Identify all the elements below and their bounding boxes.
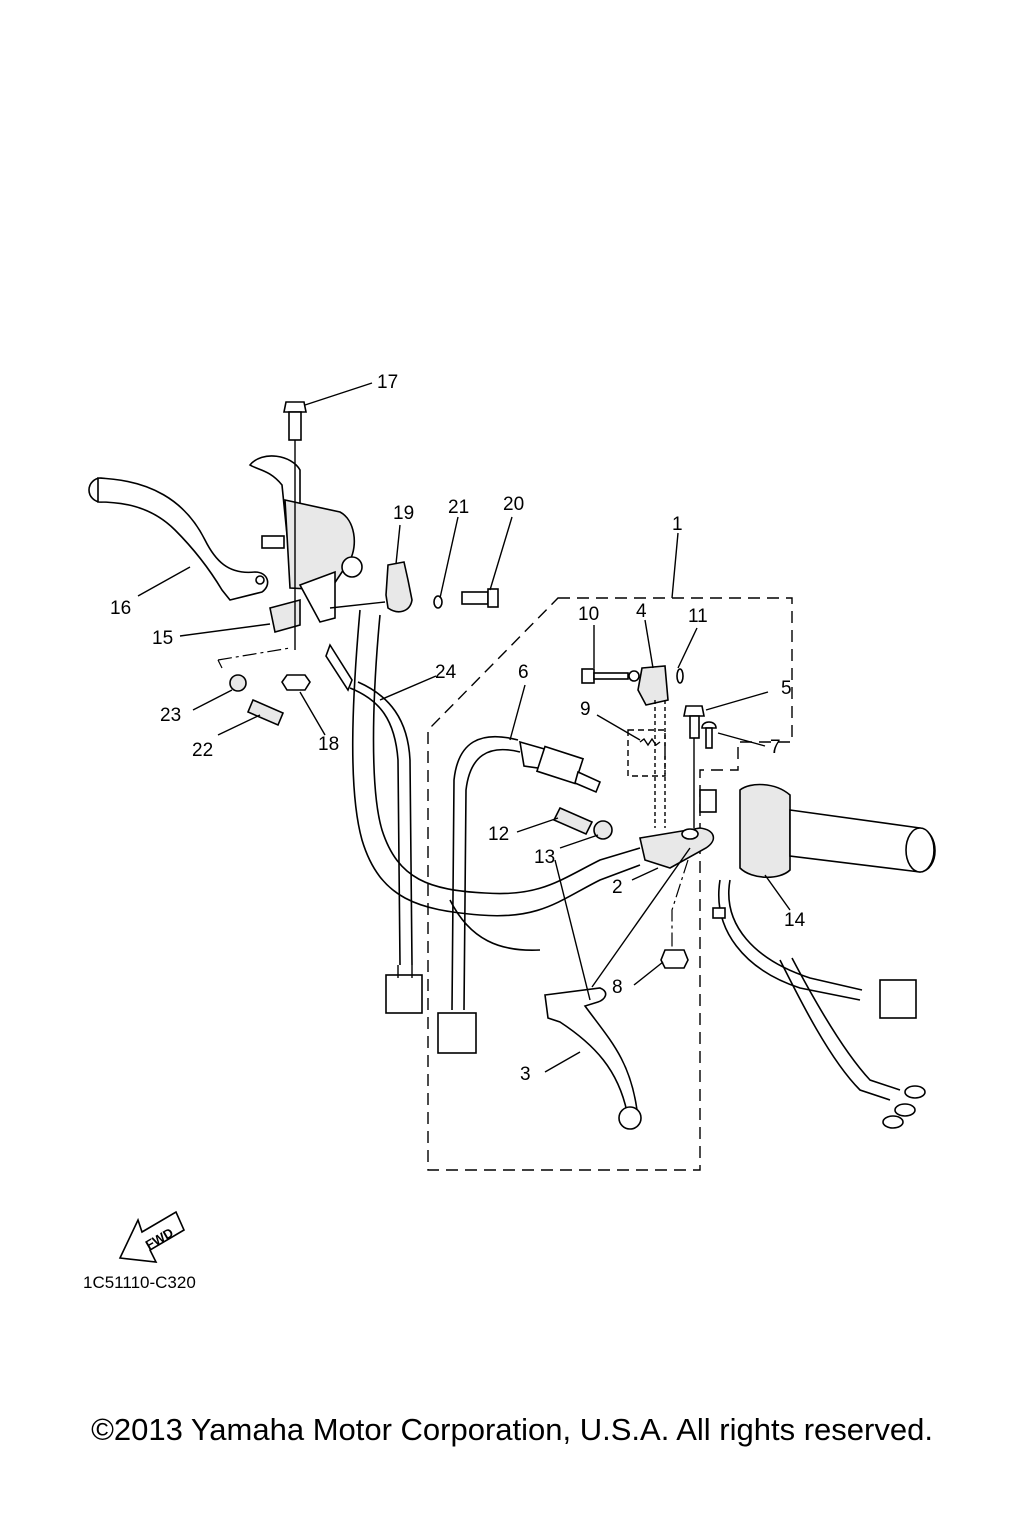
- clutch-lever-part: [88, 477, 269, 601]
- callout-2: 2: [612, 877, 623, 898]
- clamp-19-part: [385, 561, 413, 613]
- callout-20: 20: [503, 494, 524, 515]
- nut-8-part: [660, 949, 689, 969]
- callout-17: 17: [377, 372, 398, 393]
- bracket-4-part: [581, 665, 684, 706]
- locknut-13-part: [593, 820, 613, 840]
- adjuster-22-part: [246, 698, 285, 727]
- leader-lines: [137, 382, 791, 1073]
- callout-8: 8: [612, 977, 623, 998]
- callout-3: 3: [520, 1064, 531, 1085]
- callout-14: 14: [784, 910, 806, 931]
- callout-21: 21: [448, 497, 469, 518]
- switch-wires-part: [712, 879, 926, 1129]
- assembly-boundary: [427, 597, 793, 1171]
- drawing-code: 1C51110-C320: [83, 1273, 196, 1292]
- callout-5: 5: [781, 678, 792, 699]
- callout-11: 11: [688, 606, 708, 627]
- fwd-arrow-icon: FWD: [118, 1210, 186, 1263]
- lever-holder-part: [248, 455, 363, 634]
- callout-23: 23: [160, 705, 181, 726]
- callout-12: 12: [488, 824, 509, 845]
- callout-24: 24: [435, 662, 457, 683]
- holder-2-part: [639, 827, 715, 869]
- callout-1: 1: [672, 514, 683, 535]
- bolt-20-part: [461, 588, 499, 608]
- bolt-5-part: [683, 705, 705, 828]
- screw-7-part: [701, 721, 717, 749]
- nut-18-part: [281, 674, 311, 691]
- switch-14-part: [699, 783, 936, 879]
- callout-10: 10: [578, 604, 599, 625]
- copyright-notice: ©2013 Yamaha Motor Corporation, U.S.A. A…: [91, 1412, 933, 1447]
- wire-harness-6-part: [437, 735, 602, 1054]
- callout-4: 4: [636, 601, 647, 622]
- wire-harness-24-part: [325, 643, 423, 1014]
- callout-labels: 1 2 3 4 5 6 7 8 9 10 11 12 13 14 15 16 1…: [110, 372, 806, 1085]
- callout-13: 13: [534, 847, 555, 868]
- callout-9: 9: [580, 699, 591, 720]
- callout-22: 22: [192, 740, 213, 761]
- callout-15: 15: [152, 628, 173, 649]
- callout-16: 16: [110, 598, 131, 619]
- callout-7: 7: [770, 737, 781, 758]
- washer-21-part: [433, 595, 443, 609]
- callout-19: 19: [393, 503, 414, 524]
- bolt-17-part: [283, 401, 307, 650]
- callout-18: 18: [318, 734, 339, 755]
- adjuster-12-part: [552, 806, 594, 836]
- centerline: [671, 859, 689, 950]
- brake-lever-3-part: [544, 987, 642, 1130]
- callout-6: 6: [518, 662, 529, 683]
- nut-23-part: [229, 674, 247, 692]
